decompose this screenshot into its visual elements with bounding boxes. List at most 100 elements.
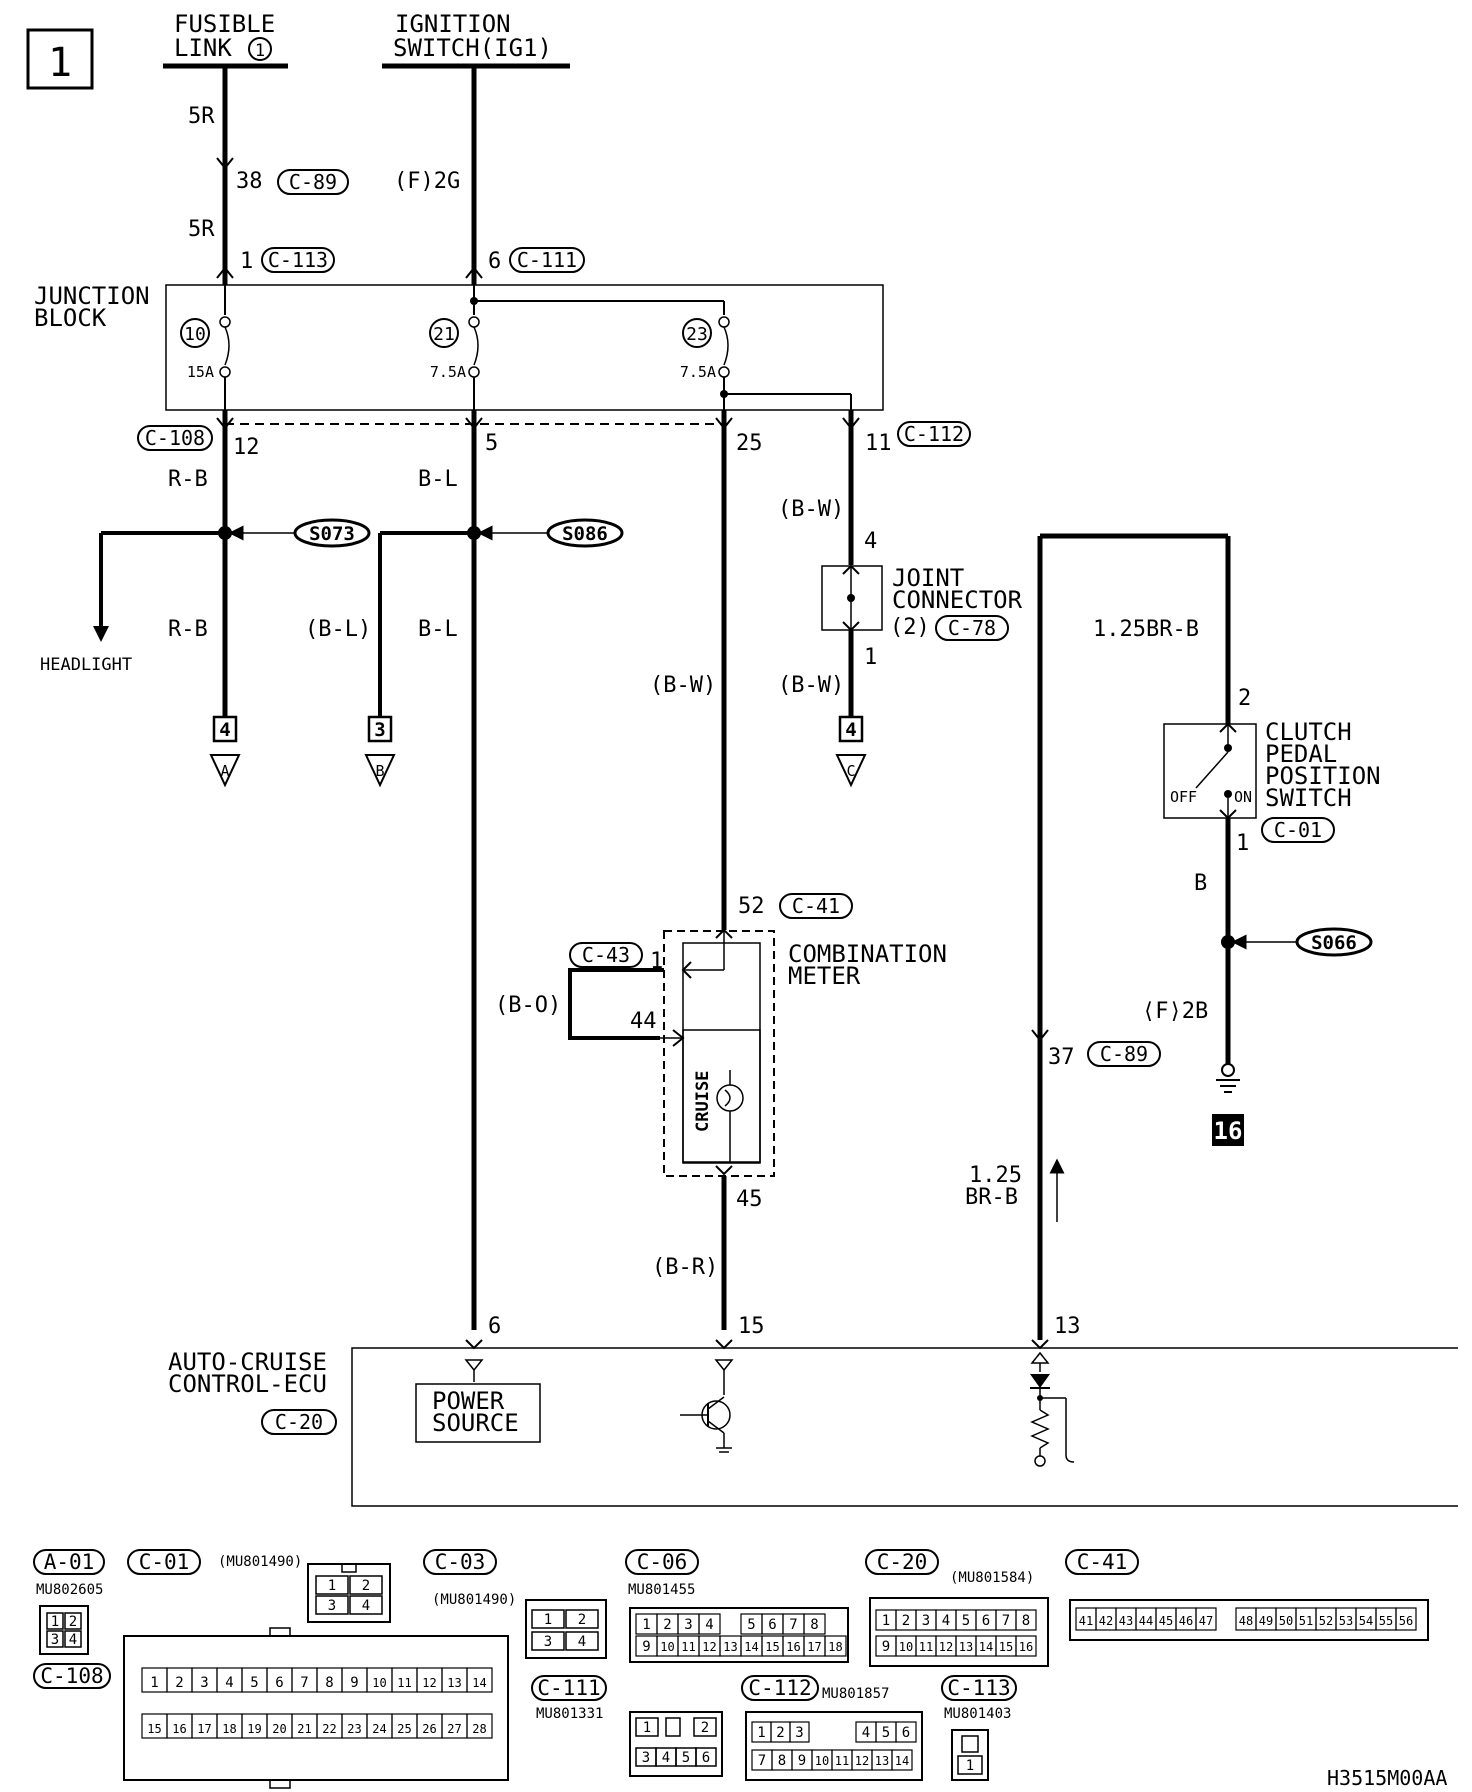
pin-cell bbox=[698, 1613, 721, 1635]
pin-cell bbox=[803, 1613, 826, 1635]
pin-number: 1 bbox=[642, 1617, 650, 1633]
pin-cell bbox=[466, 1667, 493, 1693]
pin-number: 11 bbox=[397, 1676, 411, 1690]
pin-number: 7 bbox=[758, 1753, 766, 1769]
pin-number: 4 bbox=[225, 1675, 233, 1691]
legend-c111-pin1: 1 bbox=[643, 1720, 651, 1736]
pin-number: 2 bbox=[902, 1613, 910, 1629]
legend-mu801331: MU801331 bbox=[536, 1706, 603, 1722]
pin-25: 25 bbox=[736, 431, 763, 456]
pin-number: 7 bbox=[1002, 1613, 1010, 1629]
pin-number: 1 bbox=[757, 1725, 765, 1741]
clutch-line2: PEDAL bbox=[1265, 740, 1337, 768]
clutch-off: OFF bbox=[1170, 788, 1197, 806]
pin-number: 7 bbox=[789, 1617, 797, 1633]
splice-s086: S086 bbox=[546, 518, 624, 548]
pin-number: 12 bbox=[855, 1754, 869, 1768]
legend-a01: A-01 bbox=[44, 1550, 95, 1574]
fuse-21: 21 7.5A bbox=[429, 318, 466, 381]
legend-c01s-pin4: 4 bbox=[362, 1598, 370, 1614]
pin-number: 2 bbox=[776, 1725, 784, 1741]
pin-number: 6 bbox=[902, 1725, 910, 1741]
legend-c03-pin1: 1 bbox=[544, 1612, 552, 1628]
conn-c111: C-111 bbox=[517, 248, 577, 272]
splice-s073-label: S073 bbox=[309, 523, 355, 545]
legend-a01-pin3: 3 bbox=[51, 1632, 59, 1648]
pin-number: 5 bbox=[747, 1617, 755, 1633]
pin-number: 1 bbox=[882, 1613, 890, 1629]
combination-meter: 52 C-41 CRUISE COMBINATION METER C-43 1 … bbox=[495, 893, 947, 1330]
splice-s086-label: S086 bbox=[562, 523, 608, 545]
legend-a01-pin2: 2 bbox=[69, 1614, 77, 1630]
pin-number: 1 bbox=[150, 1675, 158, 1691]
pin-number: 23 bbox=[347, 1722, 361, 1736]
wire-label-bw-2: (B-W) bbox=[650, 673, 716, 698]
fuse-23-num: 23 bbox=[686, 324, 708, 345]
pin-number: 10 bbox=[899, 1640, 913, 1654]
pin-number: 10 bbox=[660, 1640, 674, 1654]
pin-37: 37 bbox=[1048, 1045, 1075, 1070]
pin-number: 12 bbox=[702, 1640, 716, 1654]
pin-number: 4 bbox=[942, 1613, 950, 1629]
legend-mu801490-b: (MU801490) bbox=[432, 1592, 516, 1608]
ecu-power-line2: SOURCE bbox=[432, 1409, 519, 1437]
pin-number: 11 bbox=[835, 1754, 849, 1768]
legend-c111-pin4: 4 bbox=[662, 1750, 670, 1766]
legend-c41: C-41 bbox=[1077, 1550, 1128, 1574]
clutch-pin-2: 2 bbox=[1238, 686, 1251, 711]
pin-number: 16 bbox=[786, 1640, 800, 1654]
legend-c01: C-01 bbox=[139, 1550, 190, 1574]
pin-44: 44 bbox=[630, 1009, 657, 1034]
pin-number: 25 bbox=[397, 1722, 411, 1736]
conn-c108: C-108 bbox=[145, 426, 205, 450]
connector-b-letter: B bbox=[375, 762, 384, 780]
splice-s073: S073 bbox=[293, 518, 371, 548]
pin-cell bbox=[789, 1721, 810, 1743]
ground-16: 16 bbox=[1212, 1063, 1244, 1146]
pin-number: 51 bbox=[1299, 1614, 1313, 1628]
ignition-line1: IGNITION bbox=[395, 10, 511, 38]
pin-number: 3 bbox=[200, 1675, 208, 1691]
pin-1-c113: 1 bbox=[240, 249, 253, 274]
pin-number: 9 bbox=[798, 1753, 806, 1769]
pin-number: 7 bbox=[300, 1675, 308, 1691]
pin-number: 11 bbox=[681, 1640, 695, 1654]
junction-block-line2: BLOCK bbox=[34, 304, 107, 332]
pin-number: 18 bbox=[222, 1722, 236, 1736]
pin-number: 16 bbox=[1019, 1640, 1033, 1654]
conn-c89-b: C-89 bbox=[1100, 1042, 1148, 1066]
fusible-link-line2: LINK bbox=[174, 34, 232, 62]
pin-number: 12 bbox=[422, 1676, 436, 1690]
legend-c111: C-111 bbox=[537, 1676, 600, 1700]
ecu-code: C-20 bbox=[275, 1410, 323, 1434]
pin-38: 38 bbox=[236, 169, 263, 194]
legend-c06: C-06 bbox=[637, 1550, 688, 1574]
pin-cell bbox=[891, 1749, 913, 1771]
legend-c112: C-112 bbox=[748, 1676, 811, 1700]
pin-number: 19 bbox=[247, 1722, 261, 1736]
clutch-on: ON bbox=[1234, 788, 1252, 806]
pin-number: 14 bbox=[979, 1640, 993, 1654]
legend-mu801455: MU801455 bbox=[628, 1582, 695, 1598]
pin-52: 52 bbox=[738, 894, 765, 919]
clutch-line3: POSITION bbox=[1265, 762, 1381, 790]
pin-number: 48 bbox=[1239, 1614, 1253, 1628]
pin-number: 41 bbox=[1079, 1614, 1093, 1628]
ecu-pin-6: 6 bbox=[488, 1314, 501, 1339]
pin-number: 52 bbox=[1319, 1614, 1333, 1628]
joint-pin-1: 1 bbox=[864, 645, 877, 670]
pin-number: 14 bbox=[744, 1640, 758, 1654]
pin-number: 6 bbox=[768, 1617, 776, 1633]
pin-1-meter: 1 bbox=[650, 949, 663, 974]
wire-clutch: 1.25BR-B 2 OFF ON CLUTCH PEDAL POSITION … bbox=[1040, 533, 1381, 1146]
legend-c01s-pin1: 1 bbox=[328, 1578, 336, 1594]
pin-number: 6 bbox=[275, 1675, 283, 1691]
pin-number: 13 bbox=[875, 1754, 889, 1768]
fuse-21-num: 21 bbox=[433, 324, 455, 345]
clutch-line4: SWITCH bbox=[1265, 784, 1352, 812]
wire-label-bl-1: B-L bbox=[418, 467, 458, 492]
pin-12: 12 bbox=[233, 435, 260, 460]
